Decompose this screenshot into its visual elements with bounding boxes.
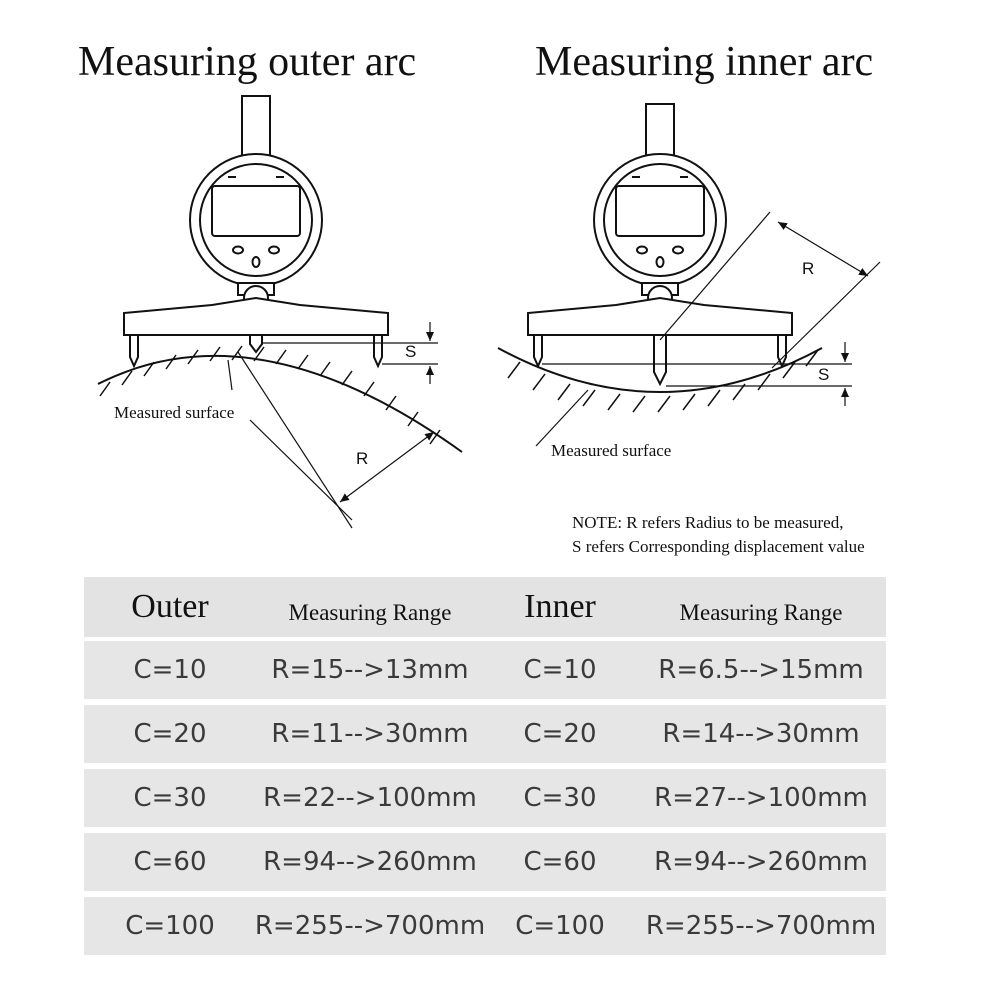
header-outer: Outer: [131, 588, 209, 625]
inner-range-value: R=94-->260mm: [654, 847, 868, 877]
note-line-1: NOTE: R refers Radius to be measured,: [572, 513, 844, 532]
inner-c-value: C=10: [523, 655, 597, 685]
outer-gauge: [97, 95, 463, 529]
table-header-row: Outer Measuring Range Inner Measuring Ra…: [84, 577, 886, 637]
outer-r-label: R: [356, 449, 368, 468]
outer-c-value: C=100: [125, 911, 215, 941]
header-inner: Inner: [524, 588, 596, 625]
outer-range-value: R=11-->30mm: [271, 719, 469, 749]
table-row: C=10 R=15-->13mm C=10 R=6.5-->15mm: [84, 641, 886, 699]
inner-range-value: R=255-->700mm: [645, 911, 877, 941]
inner-c-value: C=100: [515, 911, 605, 941]
outer-c-value: C=10: [133, 655, 207, 685]
outer-range-value: R=22-->100mm: [263, 783, 477, 813]
outer-range-value: R=94-->260mm: [263, 847, 477, 877]
inner-c-value: C=60: [523, 847, 597, 877]
outer-s-label: S: [405, 342, 416, 361]
gauge-diagrams: S R S R: [97, 95, 881, 529]
table-row: C=60 R=94-->260mm C=60 R=94-->260mm: [84, 833, 886, 891]
inner-c-value: C=20: [523, 719, 597, 749]
inner-r-label: R: [802, 259, 814, 278]
outer-range-value: R=15-->13mm: [271, 655, 469, 685]
table-row: C=100 R=255-->700mm C=100 R=255-->700mm: [84, 897, 886, 955]
header-outer-range: Measuring Range: [288, 600, 452, 625]
inner-gauge: [497, 103, 881, 447]
inner-c-value: C=30: [523, 783, 597, 813]
title-outer-arc: Measuring outer arc: [78, 39, 417, 85]
outer-measured-surface-label: Measured surface: [114, 403, 235, 422]
outer-c-value: C=60: [133, 847, 207, 877]
inner-range-value: R=14-->30mm: [662, 719, 860, 749]
table-row: C=30 R=22-->100mm C=30 R=27-->100mm: [84, 769, 886, 827]
header-inner-range: Measuring Range: [679, 600, 843, 625]
outer-c-value: C=30: [133, 783, 207, 813]
inner-range-value: R=27-->100mm: [654, 783, 868, 813]
title-inner-arc: Measuring inner arc: [535, 39, 874, 85]
inner-measured-surface-label: Measured surface: [551, 441, 672, 460]
outer-range-value: R=255-->700mm: [254, 911, 486, 941]
inner-range-value: R=6.5-->15mm: [658, 655, 864, 685]
measuring-range-table: Outer Measuring Range Inner Measuring Ra…: [84, 577, 886, 961]
table-row: C=20 R=11-->30mm C=20 R=14-->30mm: [84, 705, 886, 763]
note-line-2: S refers Corresponding displacement valu…: [572, 537, 865, 556]
outer-c-value: C=20: [133, 719, 207, 749]
inner-s-label: S: [818, 365, 829, 384]
